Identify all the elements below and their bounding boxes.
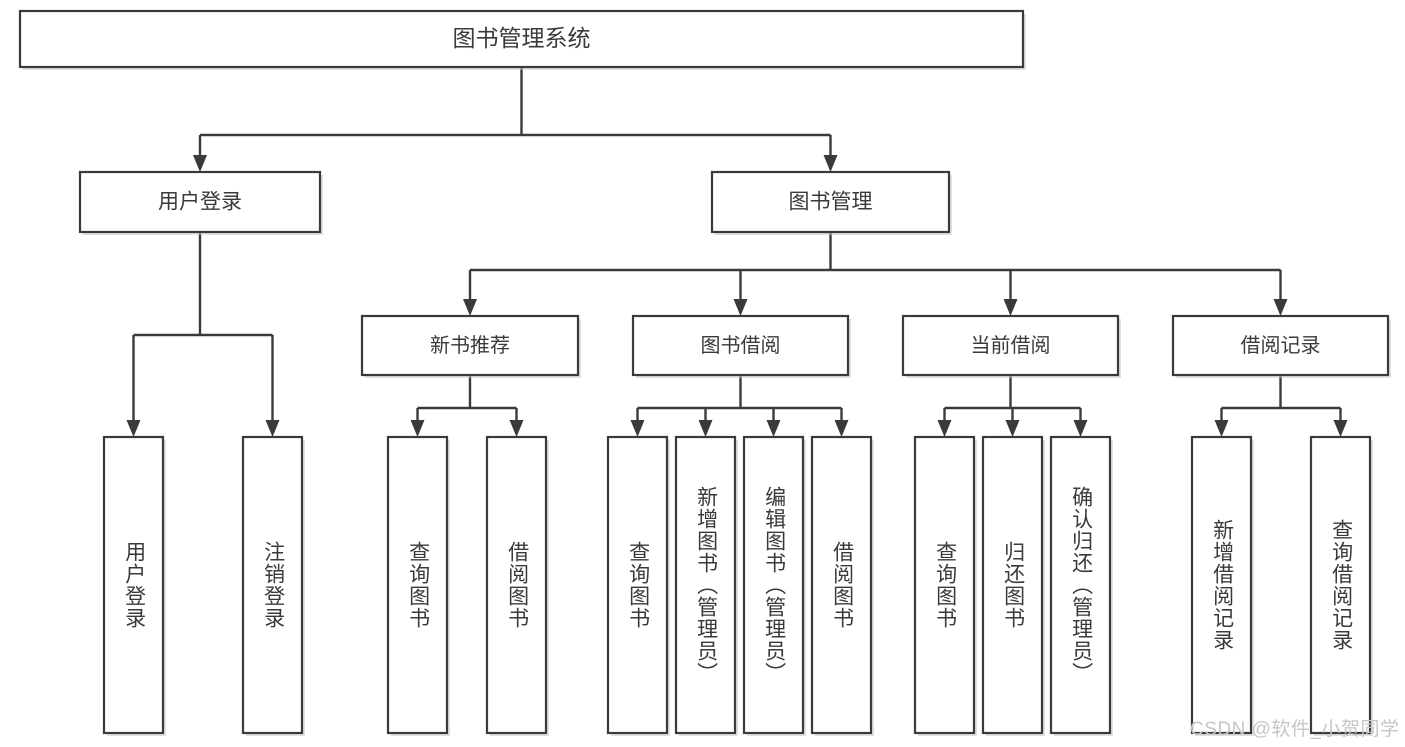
leaf-node-box-0[interactable] <box>102 435 165 735</box>
leaf-node-box-2[interactable] <box>386 435 449 735</box>
leafbus-login-arrow-1 <box>265 420 280 437</box>
tier2-books-arrow-3 <box>1273 299 1288 316</box>
leafbus-3-arrow-0 <box>1214 420 1229 437</box>
leafbus-0-arrow-0 <box>410 420 425 437</box>
leaf-node-box-8[interactable] <box>913 435 976 735</box>
tier2-node-label-0: 用户登录 <box>158 191 242 214</box>
leaf-node-box-9[interactable] <box>981 435 1044 735</box>
leafbus-1-arrow-2 <box>766 420 781 437</box>
leaf-node-box-12[interactable] <box>1309 435 1372 735</box>
leafbus-1-arrow-1 <box>698 420 713 437</box>
leafbus-1-arrow-0 <box>630 420 645 437</box>
root-arrow-1 <box>823 155 838 172</box>
leaf-node-box-3[interactable] <box>485 435 548 735</box>
node-box-layer <box>18 9 1391 736</box>
leafbus-1-arrow-3 <box>834 420 849 437</box>
leaf-node-box-4[interactable] <box>606 435 669 735</box>
tier2-books-arrow-2 <box>1003 299 1018 316</box>
leaf-node-box-10[interactable] <box>1049 435 1112 735</box>
tier2-node-box-0[interactable] <box>78 170 322 234</box>
root-arrow-0 <box>193 155 207 172</box>
root-node-label: 图书管理系统 <box>453 25 591 51</box>
tier3-node-label-0: 新书推荐 <box>430 334 510 357</box>
leaf-node-box-1[interactable] <box>241 435 304 735</box>
leaf-node-box-7[interactable] <box>810 435 873 735</box>
tier3-node-label-3: 借阅记录 <box>1241 334 1321 357</box>
tier3-node-label-1: 图书借阅 <box>701 334 781 357</box>
tier2-books-arrow-0 <box>463 299 477 316</box>
leaf-node-box-11[interactable] <box>1190 435 1253 735</box>
leaf-node-box-6[interactable] <box>742 435 805 735</box>
tier3-node-box-3[interactable] <box>1171 314 1390 377</box>
csdn-watermark: CSDN @软件_小贺同学 <box>1190 719 1400 740</box>
leafbus-2-arrow-2 <box>1073 420 1088 437</box>
leaf-node-box-5[interactable] <box>674 435 737 735</box>
tier3-node-box-0[interactable] <box>360 314 580 377</box>
tier2-books-arrow-1 <box>733 299 748 316</box>
tier3-node-label-2: 当前借阅 <box>971 334 1051 357</box>
leafbus-2-arrow-1 <box>1005 420 1020 437</box>
leafbus-2-arrow-0 <box>937 420 952 437</box>
tier2-node-label-1: 图书管理 <box>789 191 873 214</box>
tier3-node-box-2[interactable] <box>901 314 1120 377</box>
leafbus-login-arrow-0 <box>126 420 141 437</box>
tier2-node-box-1[interactable] <box>710 170 951 234</box>
leafbus-0-arrow-1 <box>509 420 524 437</box>
leafbus-3-arrow-1 <box>1333 420 1348 437</box>
connector-layer <box>126 67 1348 437</box>
tier3-node-box-1[interactable] <box>631 314 850 377</box>
root-node-box[interactable] <box>18 9 1025 69</box>
